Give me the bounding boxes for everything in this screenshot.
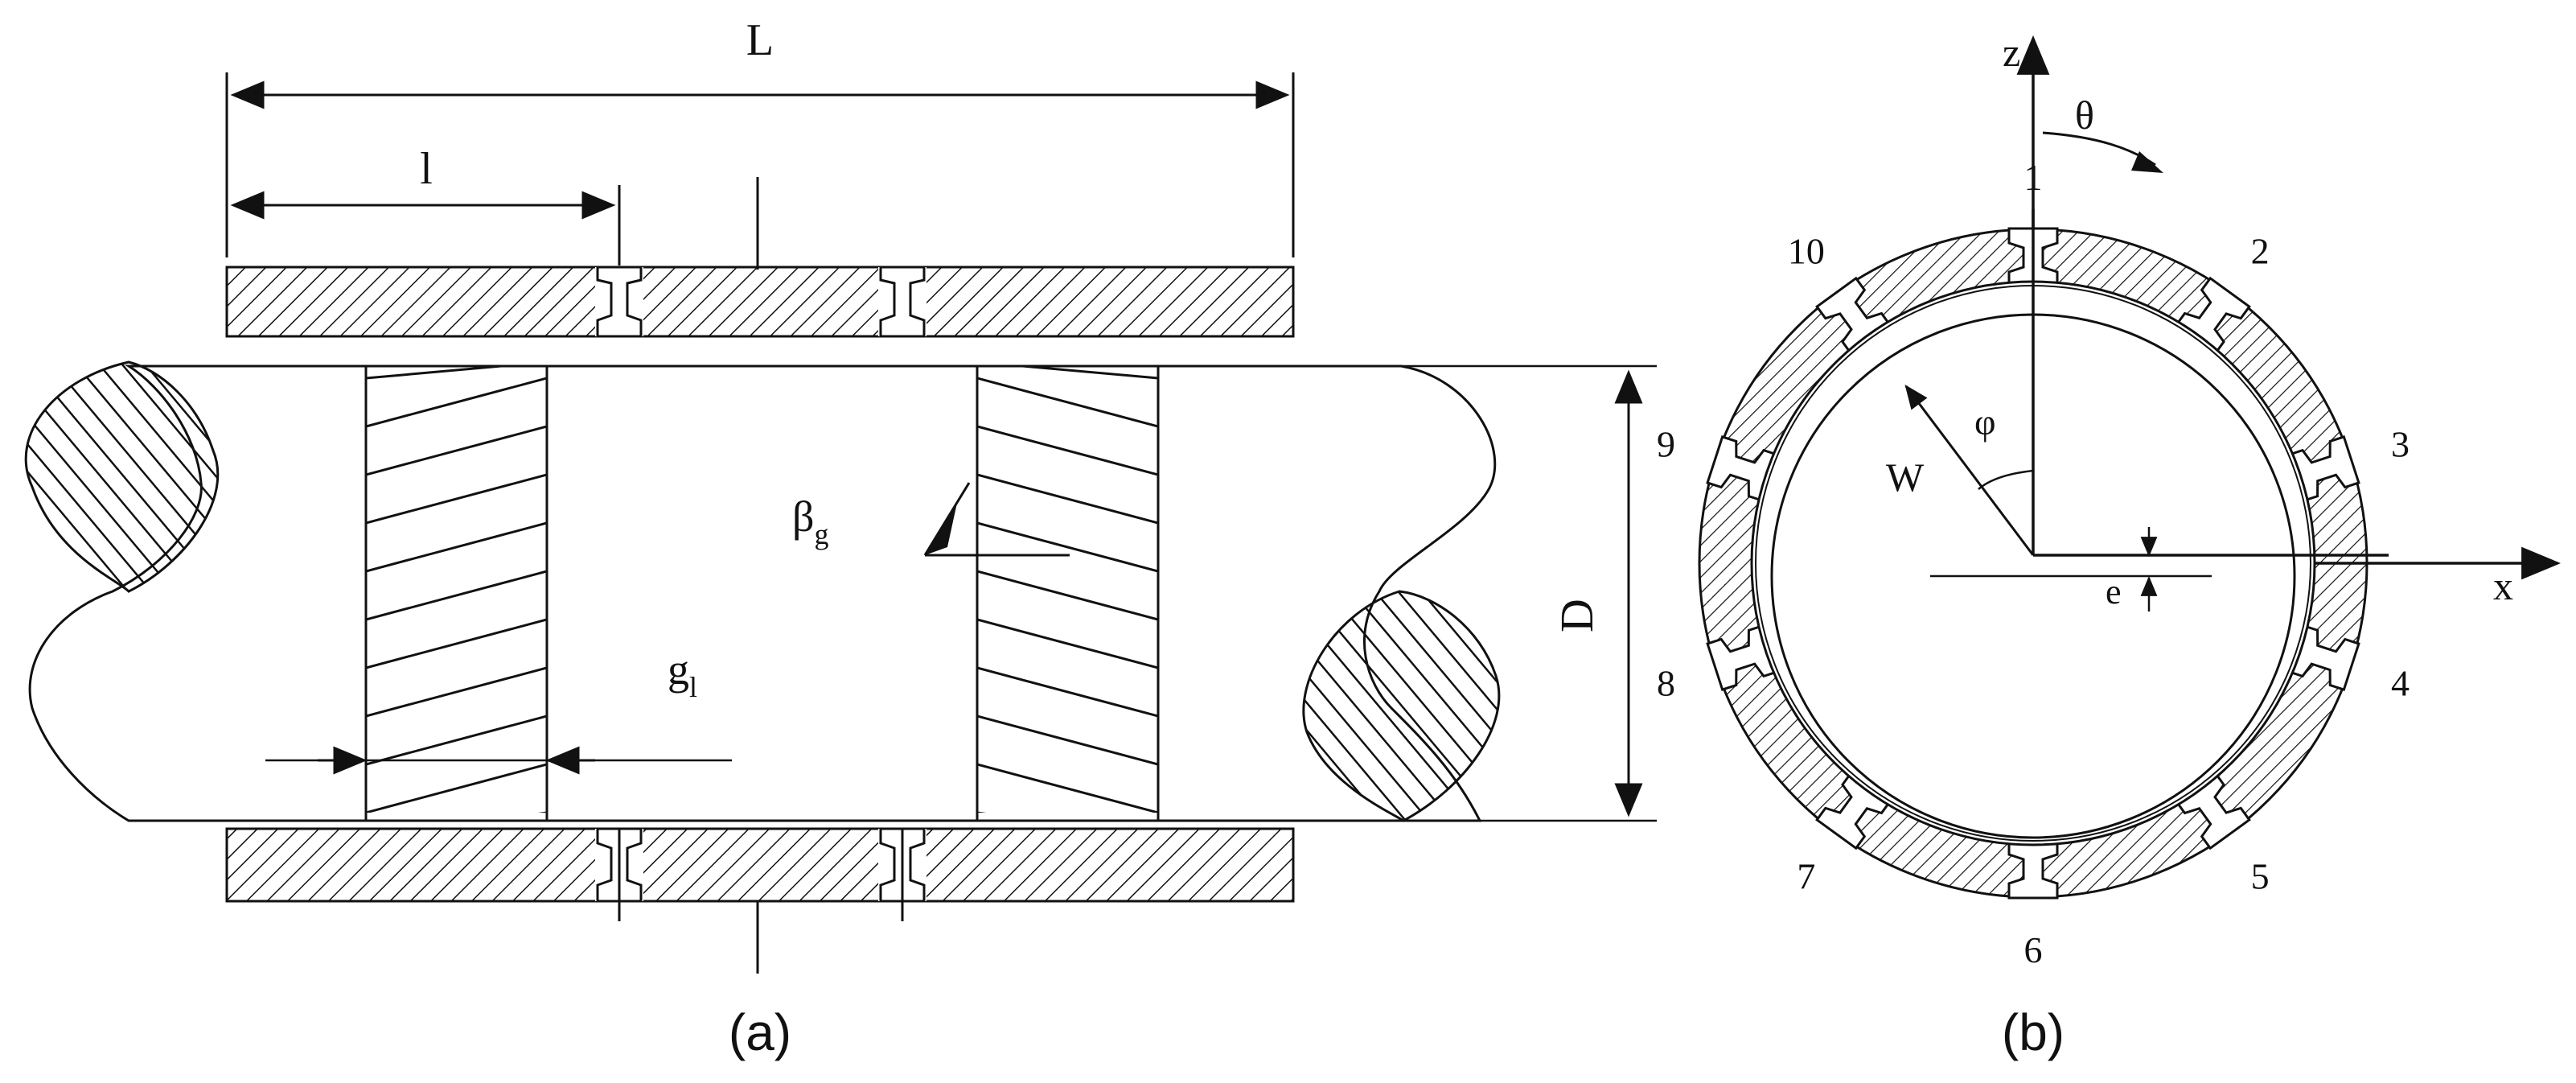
pad-labels: 1 2 3 4 5 6 7 8 9 10 xyxy=(1657,157,2410,970)
label-e: e xyxy=(2106,572,2122,612)
panel-a: L l xyxy=(24,15,1657,1061)
pad-number: 9 xyxy=(1657,424,1675,465)
pad-number: 4 xyxy=(2391,662,2410,703)
groove-region-left xyxy=(364,366,548,821)
pad-number: 8 xyxy=(1657,662,1675,703)
pad-number: 2 xyxy=(2251,231,2270,272)
pad-number: 10 xyxy=(1788,231,1825,272)
groove-region-right xyxy=(976,366,1160,821)
shaft xyxy=(28,364,1497,822)
phi-arc xyxy=(1978,469,2034,490)
label-x: x xyxy=(2493,563,2513,608)
label-W: W xyxy=(1886,455,1925,500)
pad-number: 3 xyxy=(2391,424,2410,465)
label-l: l xyxy=(420,144,433,194)
top-feed-hole-left xyxy=(595,266,643,338)
label-z: z xyxy=(2003,30,2020,75)
label-L: L xyxy=(746,15,774,65)
label-g-l: gl xyxy=(668,645,697,703)
label-beta-g: βg xyxy=(792,492,828,550)
top-feed-hole-right xyxy=(878,266,926,338)
caption-a: (a) xyxy=(729,1003,791,1061)
pad-number: 5 xyxy=(2251,855,2270,896)
label-D: D xyxy=(1551,599,1603,632)
pad-number: 1 xyxy=(2024,157,2043,198)
theta-arrow xyxy=(2131,151,2163,173)
top-bushing xyxy=(225,266,1295,338)
beta-angle-marker xyxy=(923,482,1070,557)
label-phi: φ xyxy=(1974,401,1996,443)
label-theta: θ xyxy=(2075,93,2094,138)
bottom-bushing xyxy=(225,827,1295,903)
load-W-line xyxy=(1904,385,2035,556)
caption-b: (b) xyxy=(2002,1003,2064,1061)
pad-number: 7 xyxy=(1797,855,1815,896)
panel-b: z x θ W φ e 1 2 3 4 5 6 7 8 9 10 (b) xyxy=(1657,30,2562,1061)
pad-number: 6 xyxy=(2024,929,2043,970)
